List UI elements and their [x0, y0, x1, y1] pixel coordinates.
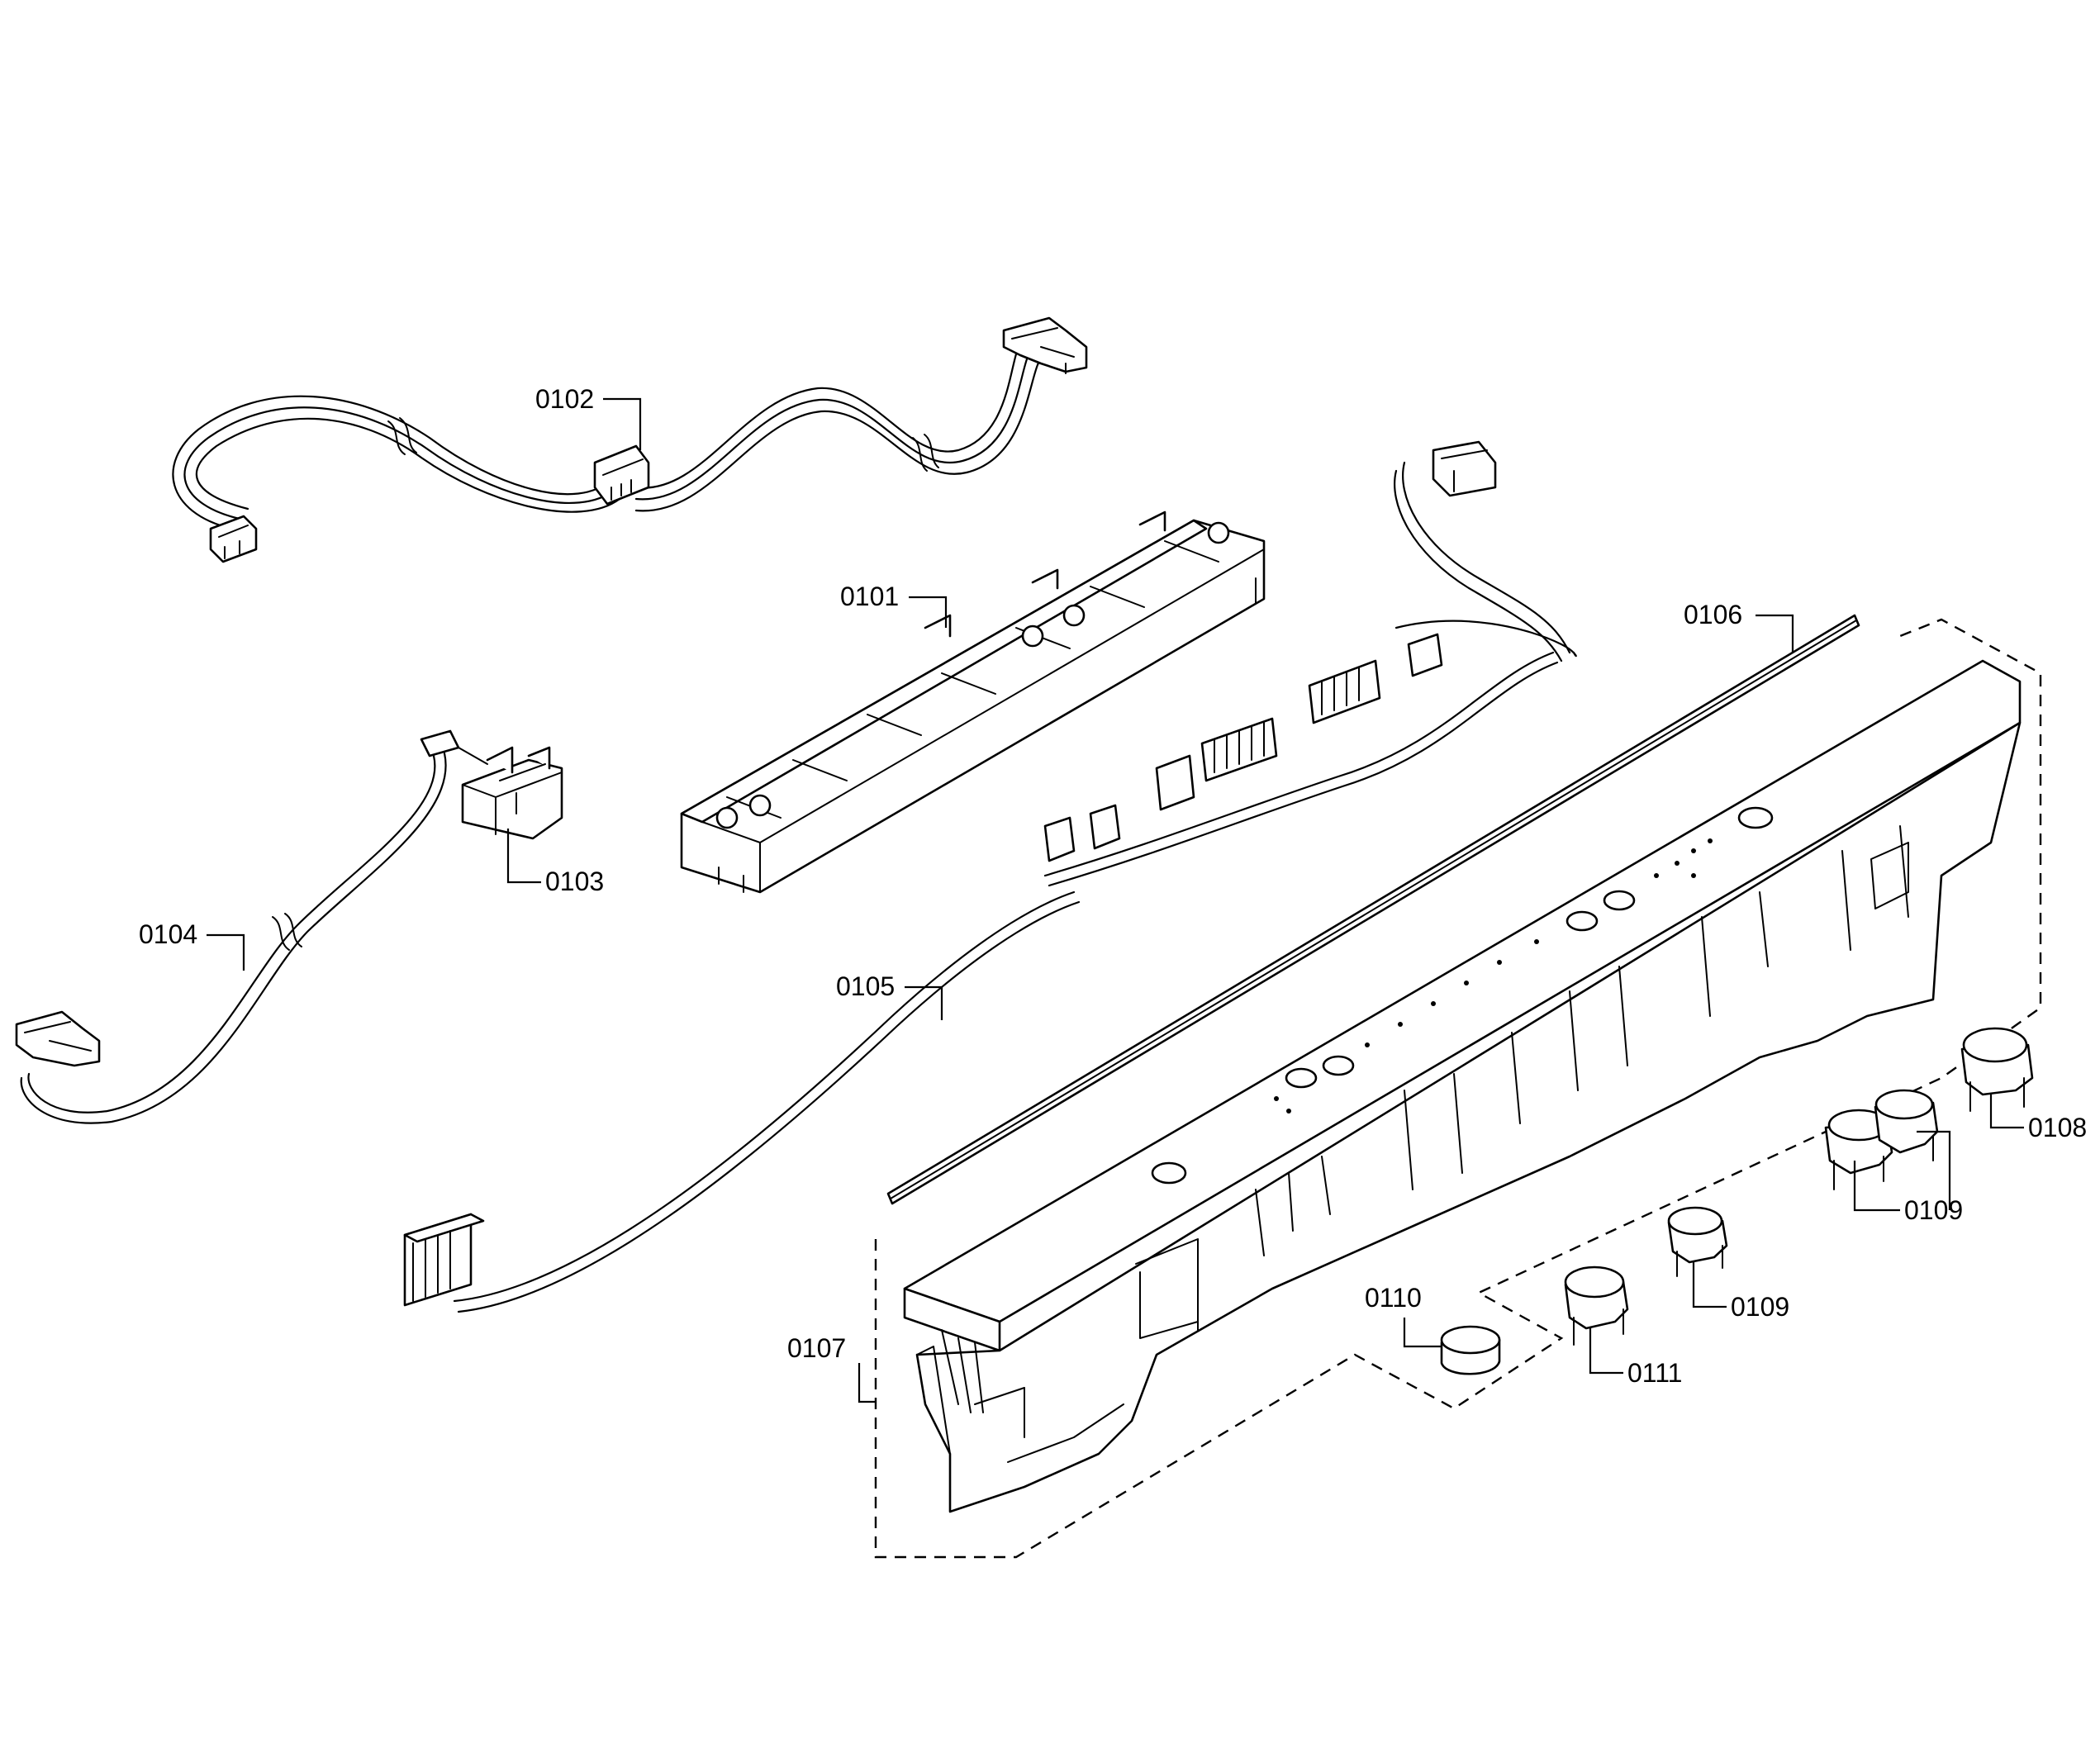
leader-lines: [207, 397, 2024, 1403]
assembly-dashed-outline: [874, 618, 2042, 1559]
part-0106-trim-strip[interactable]: [886, 614, 1860, 1205]
callout-0110: 0110: [1365, 1283, 1422, 1313]
callout-labels: 0102 0101 0103 0104 0105 0106 0107 0108 …: [139, 384, 2087, 1388]
callout-0103: 0103: [545, 867, 604, 896]
callout-0109-b: 0109: [1731, 1292, 1789, 1322]
part-0111-button[interactable]: [1564, 1266, 1629, 1346]
callout-0105: 0105: [836, 971, 895, 1001]
part-0110-knob[interactable]: [1440, 1325, 1501, 1375]
part-0107-control-panel[interactable]: [903, 659, 2022, 1513]
part-0104-wire-harness[interactable]: [15, 729, 488, 1124]
callout-0104: 0104: [139, 919, 197, 949]
callout-0107: 0107: [787, 1333, 846, 1363]
callout-0101: 0101: [840, 582, 899, 611]
led-holes: [1274, 838, 1713, 1114]
callout-0109-a: 0109: [1904, 1195, 1963, 1225]
part-0109-double-button[interactable]: [1824, 1089, 1939, 1190]
part-0109-button[interactable]: [1667, 1206, 1728, 1277]
part-0103-switch[interactable]: [461, 746, 563, 840]
part-0108-button[interactable]: [1960, 1027, 2034, 1112]
part-0101-control-module[interactable]: [680, 510, 1266, 894]
callout-0102: 0102: [535, 384, 594, 414]
callout-0108: 0108: [2028, 1113, 2087, 1142]
part-0105-cable-assembly[interactable]: [403, 440, 1577, 1313]
part-0102-wire-harness[interactable]: [172, 316, 1088, 563]
callout-0111: 0111: [1627, 1358, 1682, 1388]
callout-0106: 0106: [1684, 600, 1742, 629]
